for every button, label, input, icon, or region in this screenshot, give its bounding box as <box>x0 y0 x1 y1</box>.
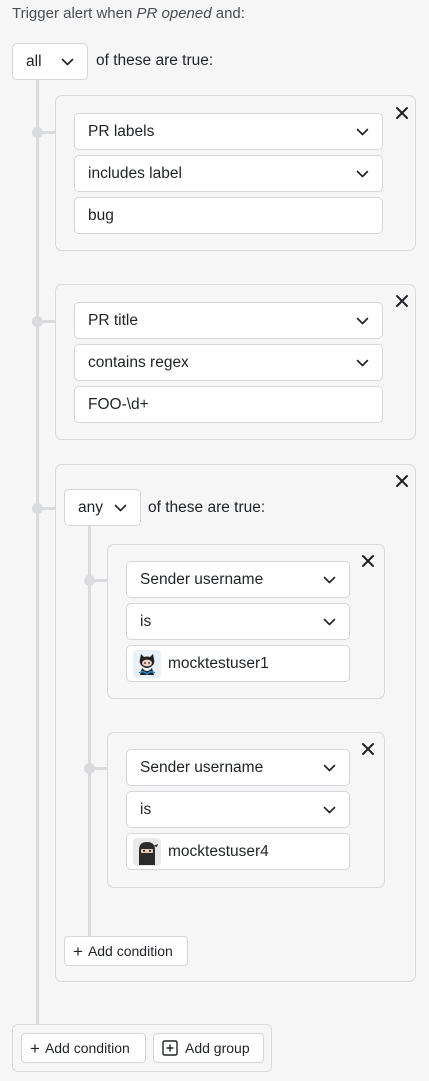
close-icon[interactable] <box>395 474 409 488</box>
trigger-heading: Trigger alert when PR opened and: <box>12 5 245 22</box>
plus-icon: + <box>73 941 83 961</box>
close-icon[interactable] <box>395 106 409 120</box>
value-input-text: bug <box>88 206 114 224</box>
user-value-text: mocktestuser4 <box>168 842 269 860</box>
add-group-button[interactable]: Add group <box>153 1033 264 1063</box>
operator-select-value: includes label <box>88 164 182 182</box>
connector-branch <box>37 507 56 510</box>
user-value-text: mocktestuser1 <box>168 654 269 672</box>
ninja-avatar-icon <box>133 837 161 866</box>
chevron-down-icon <box>323 806 336 813</box>
nested-group-card: any of these are true: Sender username i… <box>55 464 416 982</box>
root-quantifier-select[interactable]: all <box>12 43 88 80</box>
add-condition-label: Add condition <box>44 1040 130 1056</box>
add-group-label: Add group <box>185 1040 250 1056</box>
field-select-value: PR labels <box>88 122 155 140</box>
condition-card-pr-title: PR title contains regex FOO-\d+ <box>55 284 416 440</box>
condition-card-sender-username: Sender username is mocktestuser4 <box>107 732 385 888</box>
root-connector-line <box>36 80 39 1024</box>
heading-suffix: and: <box>211 5 245 22</box>
add-condition-button[interactable]: + Add condition <box>21 1033 146 1063</box>
group-quantifier-select[interactable]: any <box>64 489 141 526</box>
field-select-value: Sender username <box>140 758 264 776</box>
field-select[interactable]: PR labels <box>74 113 383 150</box>
field-select[interactable]: PR title <box>74 302 383 339</box>
footer-actions: + Add condition Add group <box>12 1024 272 1072</box>
group-add-condition-button[interactable]: + Add condition <box>64 936 188 966</box>
value-input-text: FOO-\d+ <box>88 395 149 413</box>
operator-select[interactable]: is <box>126 603 350 640</box>
operator-select[interactable]: is <box>126 791 350 828</box>
field-select[interactable]: Sender username <box>126 561 350 598</box>
root-quantifier-value: all <box>26 52 42 70</box>
root-quantifier-suffix: of these are true: <box>96 52 214 69</box>
close-icon[interactable] <box>361 554 375 568</box>
operator-select[interactable]: contains regex <box>74 344 383 381</box>
connector-branch <box>89 579 108 582</box>
chevron-down-icon <box>356 317 369 324</box>
condition-card-pr-labels: PR labels includes label bug <box>55 95 416 251</box>
operator-select-value: contains regex <box>88 353 189 371</box>
group-quantifier-suffix: of these are true: <box>148 499 266 516</box>
heading-prefix: Trigger alert when <box>12 5 137 22</box>
field-select[interactable]: Sender username <box>126 749 350 786</box>
value-input[interactable]: FOO-\d+ <box>74 386 383 423</box>
group-add-condition-label: Add condition <box>87 943 173 959</box>
chevron-down-icon <box>323 764 336 771</box>
chevron-down-icon <box>323 618 336 625</box>
add-group-icon <box>162 1040 178 1056</box>
operator-select-value: is <box>140 612 152 630</box>
chevron-down-icon <box>114 504 127 511</box>
chevron-down-icon <box>61 58 74 65</box>
group-connector-line <box>88 526 91 936</box>
field-select-value: PR title <box>88 311 138 329</box>
chevron-down-icon <box>323 576 336 583</box>
user-value-input[interactable]: mocktestuser1 <box>126 645 350 682</box>
octocat-avatar-icon <box>133 649 161 678</box>
value-input[interactable]: bug <box>74 197 383 234</box>
chevron-down-icon <box>356 359 369 366</box>
field-select-value: Sender username <box>140 570 264 588</box>
condition-card-sender-username: Sender username is mocktestuser1 <box>107 544 385 699</box>
connector-branch <box>89 767 108 770</box>
chevron-down-icon <box>356 170 369 177</box>
connector-branch <box>37 320 56 323</box>
operator-select[interactable]: includes label <box>74 155 383 192</box>
close-icon[interactable] <box>361 742 375 756</box>
connector-branch <box>37 131 56 134</box>
user-value-input[interactable]: mocktestuser4 <box>126 833 350 870</box>
heading-event: PR opened <box>136 5 212 22</box>
plus-icon: + <box>30 1038 40 1058</box>
group-quantifier-value: any <box>78 498 103 516</box>
close-icon[interactable] <box>395 294 409 308</box>
operator-select-value: is <box>140 800 152 818</box>
chevron-down-icon <box>356 128 369 135</box>
